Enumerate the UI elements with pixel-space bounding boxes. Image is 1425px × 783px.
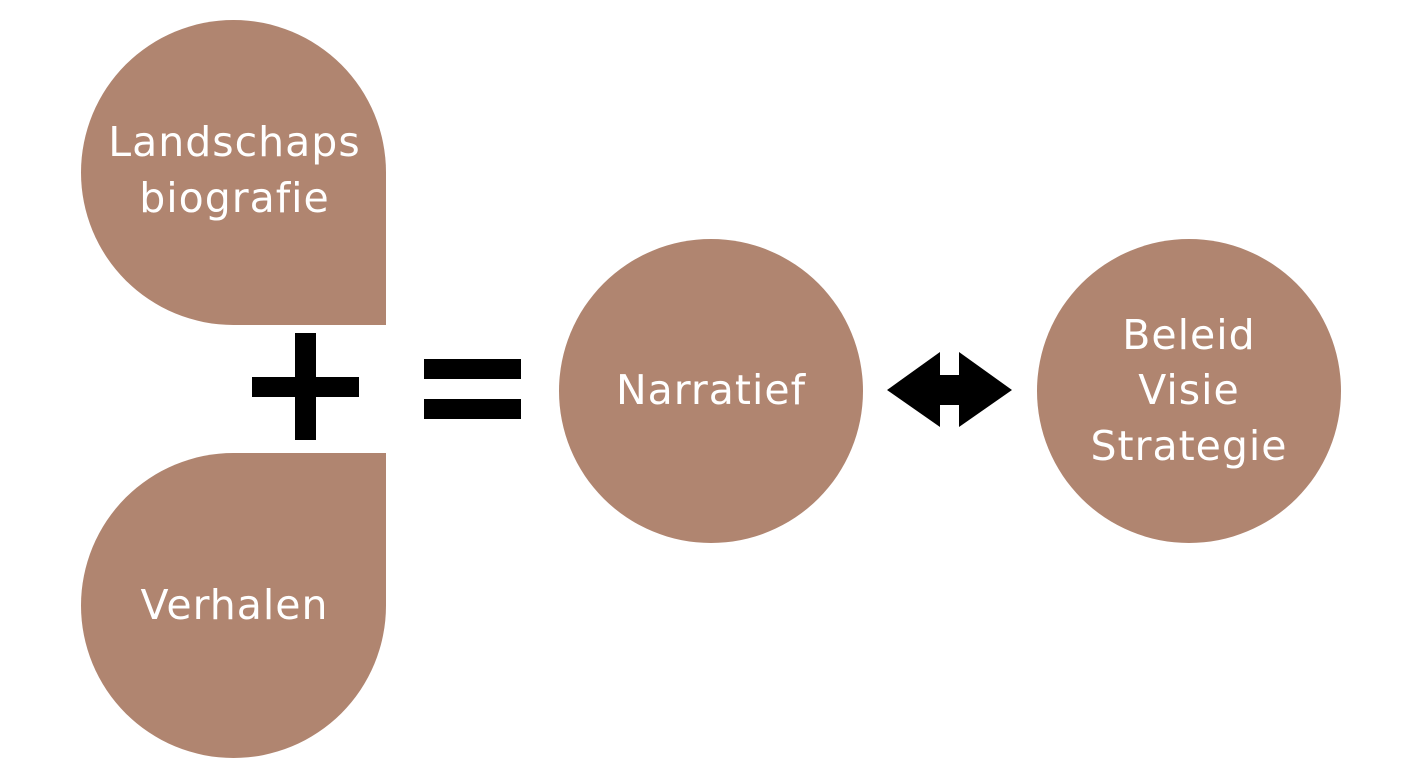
verhalen-node: Verhalen xyxy=(81,453,386,758)
landschapsbiografie-label: Landschaps biografie xyxy=(108,115,360,226)
landschapsbiografie-line1: Landschaps xyxy=(108,118,361,167)
verhalen-label: Verhalen xyxy=(141,578,329,633)
strategie-line: Strategie xyxy=(1090,421,1288,470)
narratief-label: Narratief xyxy=(615,366,807,415)
visie-line: Visie xyxy=(1138,366,1240,415)
landschapsbiografie-node: Landschaps biografie xyxy=(81,20,386,325)
landschapsbiografie-line2: biografie xyxy=(139,173,330,222)
plus-icon xyxy=(252,333,359,440)
equals-icon xyxy=(424,359,521,419)
beleid-visie-strategie-node: Beleid Visie Strategie xyxy=(1037,239,1341,543)
double-arrow-icon xyxy=(887,352,1012,427)
verhalen-text: Verhalen xyxy=(140,580,329,629)
narratief-node: Narratief xyxy=(559,239,863,543)
beleid-line: Beleid xyxy=(1122,310,1256,359)
